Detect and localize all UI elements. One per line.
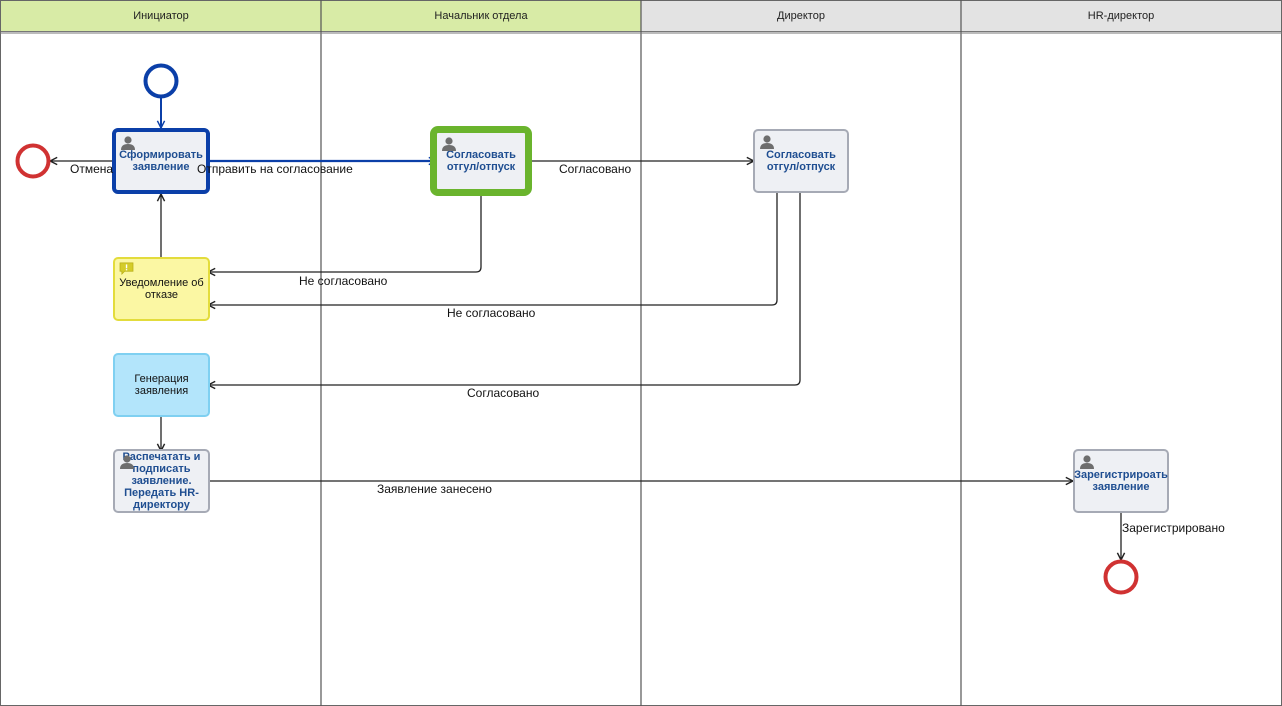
start-event[interactable]: [143, 63, 179, 99]
user-icon: [442, 137, 456, 151]
lane-header-hr-director: HR-директор: [961, 1, 1281, 32]
flow-label-not-approved-dept: Не согласовано: [299, 274, 388, 288]
task-label: Сформировать заявление: [119, 149, 203, 173]
user-icon: [1080, 455, 1094, 469]
task-label: Согласовать отгул/отпуск: [446, 149, 516, 173]
task-label: Уведомление об отказе: [119, 277, 204, 301]
flow-label-send-for-approval: Отправить на согласование: [197, 162, 353, 176]
end-event-cancel[interactable]: [15, 143, 51, 179]
flow-label-approved-director: Согласовано: [467, 386, 540, 400]
task-form-request[interactable]: Сформировать заявление: [112, 128, 210, 194]
task-label: Генерация заявления: [134, 373, 189, 397]
flow-approved-director: [208, 193, 801, 385]
user-icon: [120, 455, 134, 469]
task-rejection-notice[interactable]: Уведомление об отказе: [113, 257, 210, 321]
task-director-approve[interactable]: Согласовать отгул/отпуск: [753, 129, 849, 193]
lane-header-director: Директор: [641, 1, 961, 32]
flow-label-not-approved-director: Не согласовано: [447, 306, 536, 320]
task-dept-approve[interactable]: Согласовать отгул/отпуск: [430, 126, 532, 196]
notification-icon: [119, 262, 134, 275]
lane-title: Инициатор: [133, 10, 189, 22]
lane-title: Директор: [777, 10, 825, 22]
task-generate-request[interactable]: Генерация заявления: [113, 353, 210, 417]
lane-header-initiator: Инициатор: [1, 1, 321, 32]
lane-header-dept-head: Начальник отдела: [321, 1, 641, 32]
flow-not-approved-dept: [208, 193, 482, 272]
task-register-request[interactable]: Зарегистрироать заявление: [1073, 449, 1169, 513]
lane-title: HR-директор: [1087, 10, 1155, 22]
flow-label-registered: Зарегистрировано: [1122, 521, 1225, 535]
end-event-registered[interactable]: [1103, 559, 1139, 595]
user-icon: [760, 135, 774, 149]
flow-label-request-filed: Заявление занесено: [377, 482, 492, 496]
flow-not-approved-director: [208, 193, 778, 305]
flow-label-cancel: Отмена: [70, 162, 114, 176]
lane-title: Начальник отдела: [434, 10, 528, 22]
task-label: Зарегистрироать заявление: [1074, 469, 1168, 493]
task-print-sign[interactable]: Распечатать и подписать заявление. Перед…: [113, 449, 210, 513]
task-label: Согласовать отгул/отпуск: [766, 149, 836, 173]
user-icon: [121, 136, 135, 150]
task-label: Распечатать и подписать заявление. Перед…: [122, 451, 201, 511]
flow-label-approved-dept: Согласовано: [559, 162, 632, 176]
